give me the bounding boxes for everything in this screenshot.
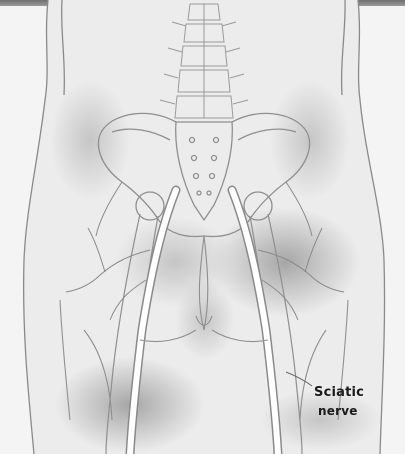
sciatic-label-line-1: Sciatic <box>314 386 364 399</box>
sciatic-label-line-2: nerve <box>318 405 358 417</box>
left-flank-shade <box>50 80 130 200</box>
gluteal-cleft-shade <box>175 280 235 360</box>
